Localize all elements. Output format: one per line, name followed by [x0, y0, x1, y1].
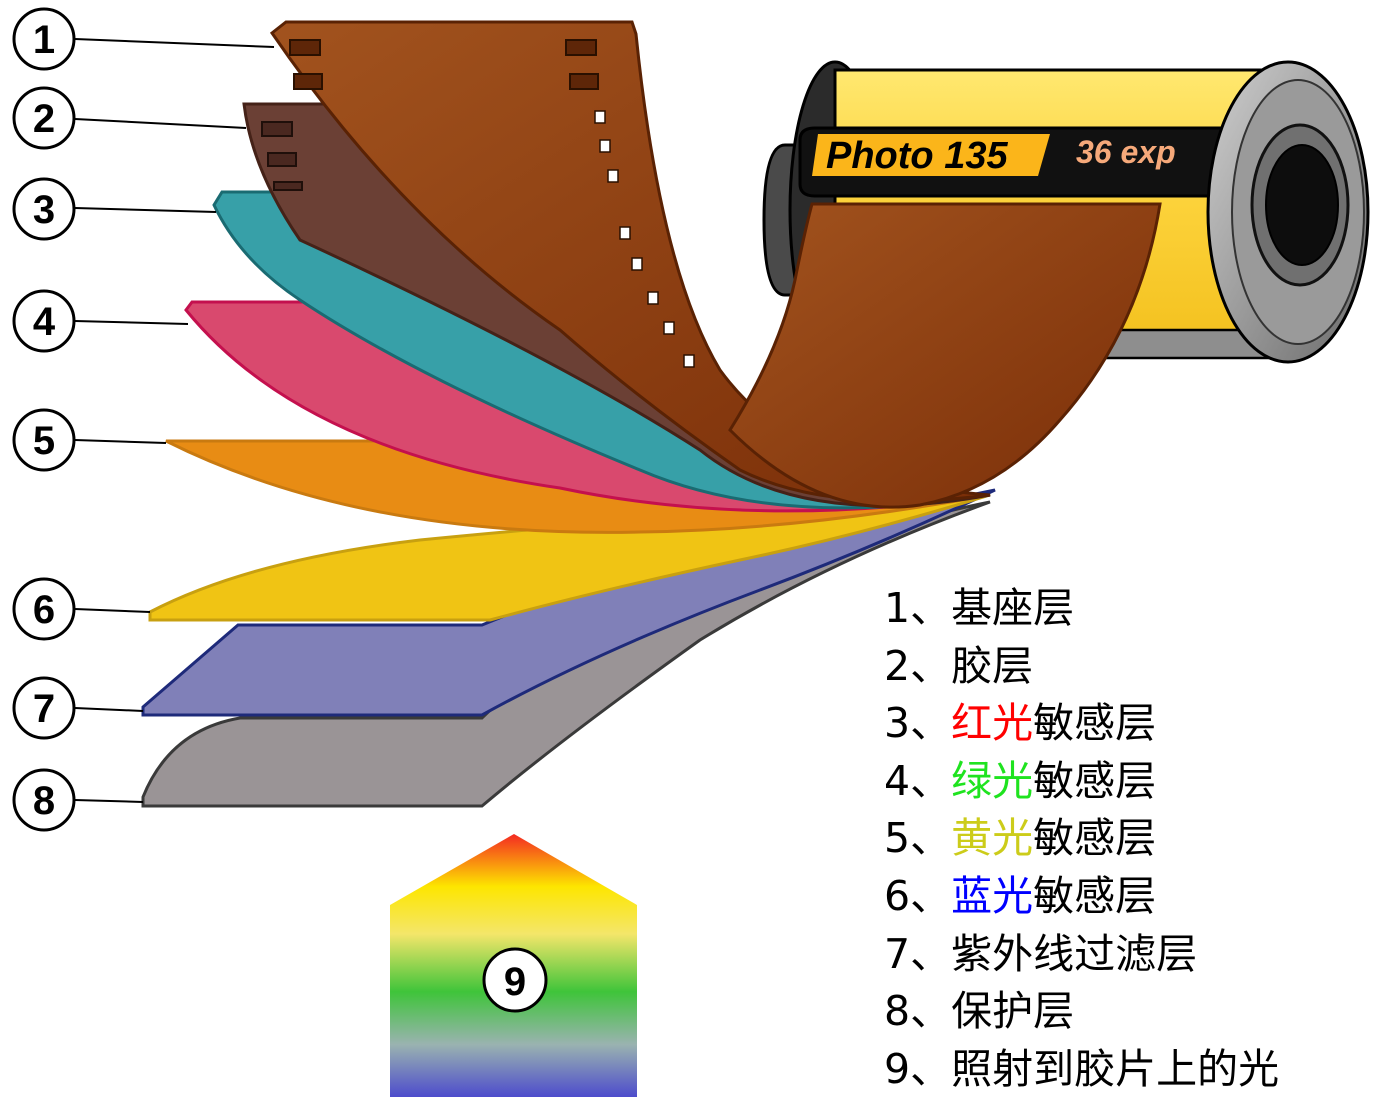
legend: 1、基座层 2、胶层 3、红光敏感层 4、绿光敏感层 5、黄光敏感层 6、蓝光敏…	[884, 580, 1364, 1098]
legend-number: 5、	[884, 814, 951, 862]
legend-highlight: 黄光	[951, 814, 1033, 862]
svg-text:6: 6	[33, 588, 55, 632]
cassette-label-main: Photo 135	[826, 135, 1008, 177]
marker-5: 5	[14, 410, 74, 470]
legend-number: 2、	[884, 642, 951, 690]
legend-item: 8、保护层	[884, 983, 1364, 1041]
marker-4: 4	[14, 291, 74, 351]
svg-text:7: 7	[33, 687, 55, 731]
legend-item: 2、胶层	[884, 638, 1364, 696]
legend-highlight: 红光	[951, 699, 1033, 747]
legend-number: 6、	[884, 872, 951, 920]
number-markers: 1 2 3 4 5 6 7 8	[14, 9, 74, 830]
svg-text:1: 1	[33, 18, 55, 62]
svg-text:2: 2	[33, 97, 55, 141]
legend-text: 胶层	[951, 642, 1033, 690]
legend-text: 敏感层	[1033, 872, 1156, 920]
legend-highlight: 蓝光	[951, 872, 1033, 920]
legend-item: 7、紫外线过滤层	[884, 926, 1364, 984]
legend-highlight: 绿光	[951, 757, 1033, 805]
legend-item: 4、绿光敏感层	[884, 753, 1364, 811]
legend-text: 照射到胶片上的光	[951, 1045, 1279, 1093]
legend-text: 敏感层	[1033, 814, 1156, 862]
marker-2: 2	[14, 88, 74, 148]
legend-item: 5、黄光敏感层	[884, 810, 1364, 868]
svg-text:8: 8	[33, 779, 55, 823]
svg-text:4: 4	[33, 300, 56, 344]
legend-text: 保护层	[951, 987, 1074, 1035]
legend-number: 8、	[884, 987, 951, 1035]
legend-number: 1、	[884, 584, 951, 632]
legend-number: 4、	[884, 757, 951, 805]
marker-1: 1	[14, 9, 74, 69]
marker-7: 7	[14, 678, 74, 738]
legend-text: 基座层	[951, 584, 1074, 632]
marker-6: 6	[14, 579, 74, 639]
cassette-right-hole	[1266, 145, 1338, 265]
legend-text: 紫外线过滤层	[951, 930, 1197, 978]
legend-text: 敏感层	[1033, 699, 1156, 747]
legend-item: 3、红光敏感层	[884, 695, 1364, 753]
marker-3: 3	[14, 179, 74, 239]
cassette-label-exp: 36 exp	[1076, 134, 1176, 170]
legend-number: 7、	[884, 930, 951, 978]
marker-8: 8	[14, 770, 74, 830]
light-arrow: 9	[390, 834, 637, 1097]
svg-text:3: 3	[33, 188, 55, 232]
legend-item: 6、蓝光敏感层	[884, 868, 1364, 926]
legend-number: 9、	[884, 1045, 951, 1093]
legend-item: 1、基座层	[884, 580, 1364, 638]
svg-text:5: 5	[33, 419, 55, 463]
legend-number: 3、	[884, 699, 951, 747]
legend-item: 9、照射到胶片上的光	[884, 1041, 1364, 1099]
light-marker-number: 9	[504, 960, 526, 1004]
legend-text: 敏感层	[1033, 757, 1156, 805]
